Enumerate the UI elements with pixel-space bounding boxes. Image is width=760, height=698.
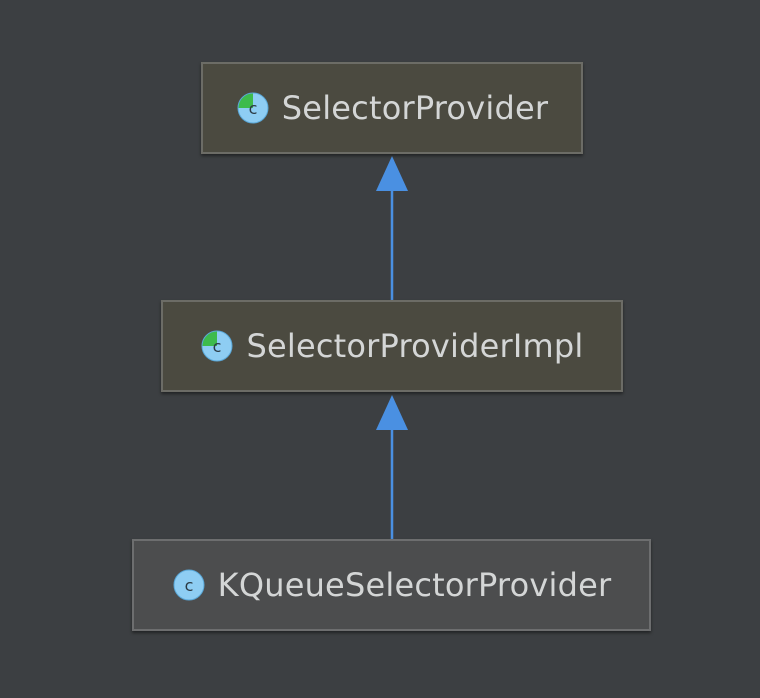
- class-name-label: KQueueSelectorProvider: [217, 566, 612, 604]
- class-node-kqueueselectorprovider[interactable]: c KQueueSelectorProvider: [132, 539, 651, 631]
- inheritance-arrowhead: [376, 156, 408, 191]
- abstract-class-icon: c: [237, 92, 269, 124]
- class-icon: c: [173, 569, 205, 601]
- abstract-class-icon: c: [201, 330, 233, 362]
- class-name-label: SelectorProvider: [281, 89, 549, 127]
- class-node-selectorprovider[interactable]: c SelectorProvider: [201, 62, 583, 154]
- svg-text:c: c: [184, 576, 193, 595]
- inheritance-arrowhead: [376, 395, 408, 430]
- svg-text:c: c: [213, 337, 222, 356]
- svg-text:c: c: [248, 99, 257, 118]
- class-node-selectorproviderimpl[interactable]: c SelectorProviderImpl: [161, 300, 623, 392]
- class-name-label: SelectorProviderImpl: [246, 327, 584, 365]
